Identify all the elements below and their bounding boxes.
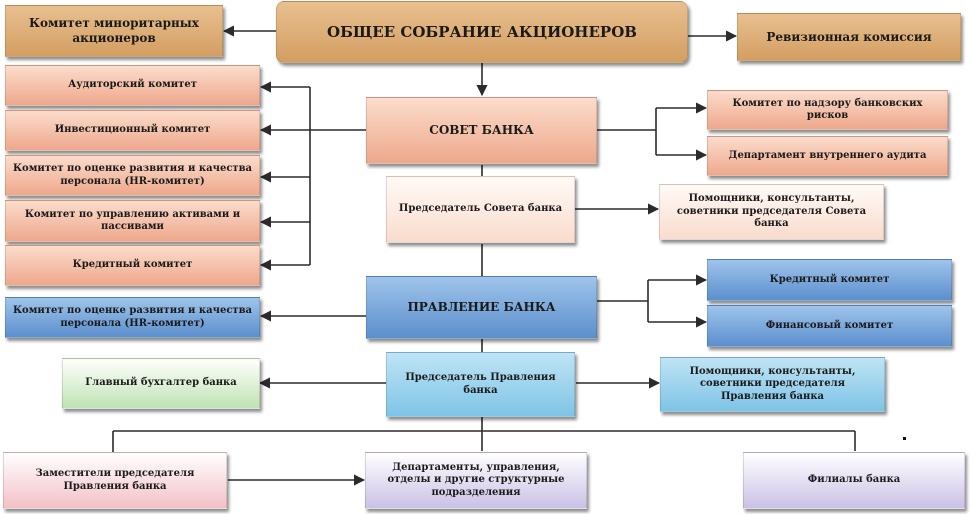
audit-commission-box: Ревизионная комиссия <box>737 13 961 61</box>
council-hr-committee-box: Комитет по оценке развития и качества пе… <box>5 155 260 196</box>
decorative-dot <box>903 437 906 440</box>
council-credit-committee-box: Кредитный комитет <box>5 245 260 286</box>
council-assistants-box: Помощники, консультанты, советники предс… <box>659 184 884 240</box>
general-meeting-box: ОБЩЕЕ СОБРАНИЕ АКЦИОНЕРОВ <box>276 1 688 63</box>
alm-committee-box: Комитет по управлению активами и пассива… <box>5 200 260 242</box>
minority-committee-box: Комитет миноритарных акционеров <box>5 5 223 57</box>
board-chairman-box: Председатель Правления банка <box>386 352 575 417</box>
deputies-box: Заместители председателя Правления банка <box>3 452 227 509</box>
bank-council-box: СОВЕТ БАНКА <box>366 97 597 164</box>
chief-accountant-box: Главный бухгалтер банка <box>62 358 260 409</box>
board-hr-committee-box: Комитет по оценке развития и качества пе… <box>5 297 260 338</box>
board-assistants-box: Помощники, консультанты, советники предс… <box>660 357 885 412</box>
council-chairman-box: Председатель Совета банка <box>386 176 575 243</box>
management-board-box: ПРАВЛЕНИЕ БАНКА <box>366 276 597 339</box>
board-credit-committee-box: Кредитный комитет <box>707 259 952 301</box>
board-finance-committee-box: Финансовый комитет <box>707 305 952 347</box>
departments-box: Департаменты, управления, отделы и други… <box>365 452 587 509</box>
investment-committee-box: Инвестиционный комитет <box>5 110 260 151</box>
risk-committee-box: Комитет по надзору банковских рисков <box>707 90 948 130</box>
branches-box: Филиалы банка <box>743 452 965 509</box>
internal-audit-box: Департамент внутреннего аудита <box>707 136 948 176</box>
audit-committee-box: Аудиторский комитет <box>5 65 260 106</box>
